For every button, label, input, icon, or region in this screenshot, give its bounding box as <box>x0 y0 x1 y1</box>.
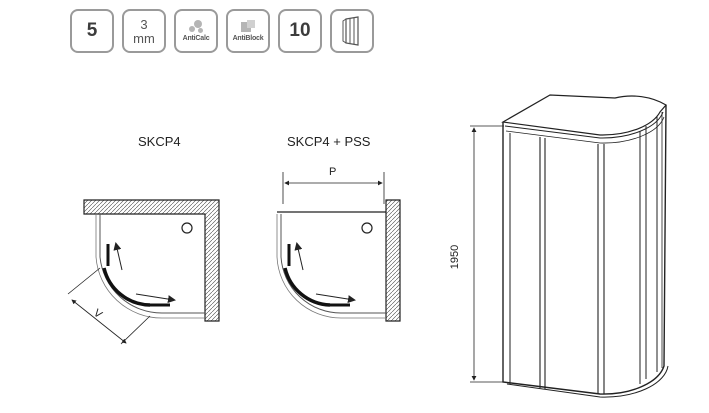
warranty-icon: 10 <box>278 9 322 53</box>
enclosure-glyph <box>342 16 359 46</box>
side-wall <box>385 199 401 322</box>
drain-icon-pss <box>361 222 373 234</box>
skcp4-pss-title: SKCP4 + PSS <box>287 134 371 149</box>
glass-thickness-value: 5 <box>86 20 98 41</box>
antiblock-label: AntiBlock <box>232 35 264 42</box>
enclosure-top <box>501 94 667 136</box>
dimension-v-line <box>71 299 127 344</box>
sliding-door-path <box>102 267 151 307</box>
enclosure-3d-view <box>470 94 669 398</box>
glass-thickness-icon: 5 <box>70 9 114 53</box>
anticalc-icon: AntiCalc <box>174 9 218 53</box>
skcp4-title: SKCP4 <box>138 134 181 149</box>
glass-thickness-mm-icon: 3 mm <box>122 9 166 53</box>
glass-thickness-mm-value: 3 <box>140 16 148 32</box>
glass-thickness-unit: mm <box>133 30 155 46</box>
anticalc-label: AntiCalc <box>182 35 210 42</box>
antiblock-icon: AntiBlock <box>226 9 270 53</box>
tray-outline <box>99 214 205 314</box>
enclosure-body <box>502 104 667 395</box>
dimension-p-label: P <box>329 166 337 178</box>
height-dimension-label: 1950 <box>449 244 462 270</box>
warranty-value: 10 <box>289 20 311 41</box>
tray-outline-pss <box>280 214 386 314</box>
water-drops-icon <box>187 20 205 34</box>
door-open-arrow-right <box>135 293 176 304</box>
skcp4-pss-plan-view <box>276 172 401 322</box>
sliding-door-path-pss <box>283 267 331 307</box>
blocks-icon <box>239 20 257 34</box>
wall-corner <box>83 199 220 322</box>
door-open-arrow-up <box>113 242 123 271</box>
skcp4-plan-view <box>67 199 220 345</box>
shower-enclosure-icon <box>330 9 374 53</box>
drain-icon <box>181 222 193 234</box>
